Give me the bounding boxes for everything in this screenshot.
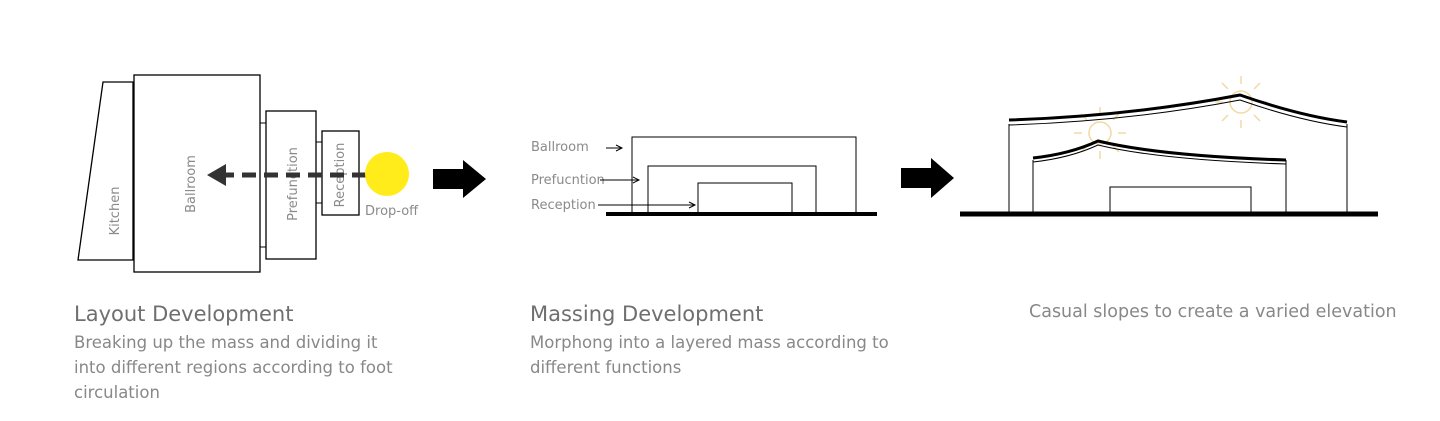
layout-plan: Kitchen Ballroom Prefunction Reception D…	[77, 74, 419, 273]
massing-heading: Massing Development	[530, 302, 764, 326]
massing-reception-label: Reception	[531, 198, 596, 213]
massing-prefunction-label: Prefucntion	[531, 173, 605, 188]
process-arrow-icon	[433, 160, 486, 198]
arrow-icon	[598, 201, 697, 209]
massing-section: Ballroom Prefucntion Reception	[531, 136, 877, 216]
process-arrow-icon	[901, 158, 954, 198]
elevation-section	[960, 76, 1378, 217]
dropoff-label: Drop-off	[365, 204, 419, 219]
ballroom-label: Ballroom	[184, 155, 199, 213]
ballroom-mass	[631, 136, 857, 214]
prefunction-mass	[647, 165, 817, 214]
layout-description: Breaking up the mass and dividing it int…	[74, 333, 393, 402]
arrow-icon	[606, 144, 624, 152]
reception-mass	[1109, 186, 1252, 214]
kitchen-block	[77, 81, 134, 261]
ballroom-block	[133, 74, 261, 273]
reception-mass	[697, 182, 793, 214]
massing-ballroom-label: Ballroom	[531, 140, 589, 155]
upper-roof	[1008, 93, 1348, 128]
lower-roof	[1032, 139, 1287, 165]
circulation-arrow-icon	[207, 164, 366, 186]
elevation-description: Casual slopes to create a varied elevati…	[1029, 302, 1397, 322]
elevation-caption: Casual slopes to create a varied elevati…	[1029, 300, 1429, 325]
massing-description: Morphong into a layered mass according t…	[530, 333, 889, 377]
dropoff-circle	[365, 152, 409, 196]
layout-heading: Layout Development	[74, 302, 294, 326]
arrow-icon	[600, 176, 641, 184]
prefunction-label: Prefunction	[286, 147, 301, 221]
massing-caption: Massing Development Morphong into a laye…	[530, 302, 900, 380]
kitchen-label: Kitchen	[108, 187, 123, 236]
layout-caption: Layout Development Breaking up the mass …	[74, 302, 414, 405]
prefunction-block	[265, 110, 317, 260]
